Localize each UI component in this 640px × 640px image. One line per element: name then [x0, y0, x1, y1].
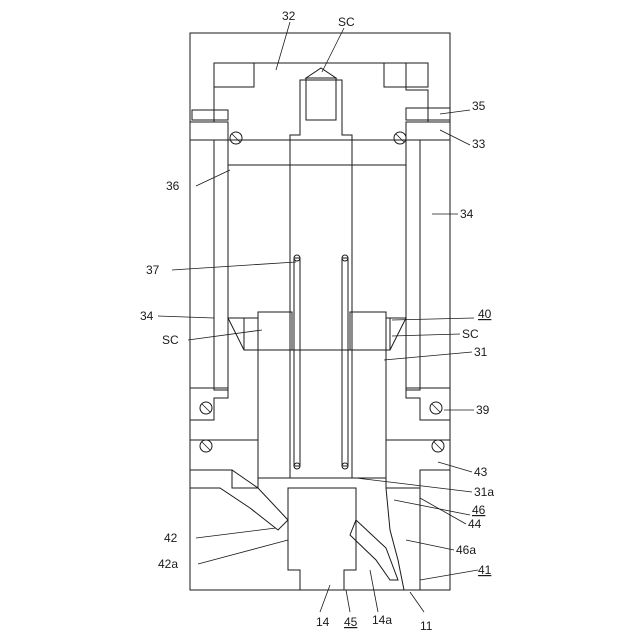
top-gasket-left — [192, 110, 228, 120]
top-cutout-left — [214, 63, 254, 87]
reference-labels: 32 SC 35 33 36 34 37 40 34 SC SC 31 39 4… — [140, 9, 494, 633]
seal-right — [386, 488, 420, 590]
outer-boundary — [190, 33, 450, 590]
label-46: 46 — [472, 503, 486, 517]
label-43: 43 — [474, 465, 488, 479]
inner-body — [258, 350, 386, 478]
label-39: 39 — [476, 403, 490, 417]
label-14: 14 — [316, 615, 330, 629]
mid-housing-left — [190, 388, 228, 420]
label-sc-left: SC — [162, 333, 179, 347]
sc-shaft-tip — [306, 78, 336, 120]
label-33: 33 — [472, 137, 486, 151]
label-31a: 31a — [474, 485, 494, 499]
label-42a: 42a — [158, 557, 178, 571]
shaft-tip-cap — [306, 68, 336, 78]
seal-right-inner — [350, 520, 398, 580]
label-41: 41 — [478, 563, 492, 577]
label-45: 45 — [344, 615, 358, 629]
top-plate-left — [190, 122, 228, 140]
lower-shaft — [288, 488, 356, 590]
rod-left — [294, 258, 300, 466]
sc-block-left — [258, 312, 292, 350]
taper-seal-right — [386, 318, 406, 350]
label-sc-top: SC — [338, 15, 355, 29]
label-40: 40 — [478, 307, 492, 321]
label-44: 44 — [468, 517, 482, 531]
top-plate-right — [406, 122, 450, 140]
mid-housing-right — [406, 388, 450, 420]
seal-left — [190, 470, 288, 530]
label-34-left: 34 — [140, 309, 154, 323]
side-wall-left — [214, 140, 228, 390]
label-34-right: 34 — [460, 207, 474, 221]
label-46a: 46a — [456, 543, 476, 557]
sc-block-right — [350, 312, 386, 350]
label-sc-right: SC — [462, 327, 479, 341]
lower-housing-right — [386, 440, 450, 488]
label-36: 36 — [166, 179, 180, 193]
label-37: 37 — [146, 263, 160, 277]
side-wall-right — [406, 140, 420, 390]
label-42: 42 — [164, 531, 178, 545]
label-32: 32 — [282, 9, 296, 23]
rod-right — [342, 258, 348, 466]
label-14a: 14a — [372, 613, 392, 627]
label-31: 31 — [474, 345, 488, 359]
label-11: 11 — [420, 619, 433, 633]
label-35: 35 — [472, 99, 486, 113]
